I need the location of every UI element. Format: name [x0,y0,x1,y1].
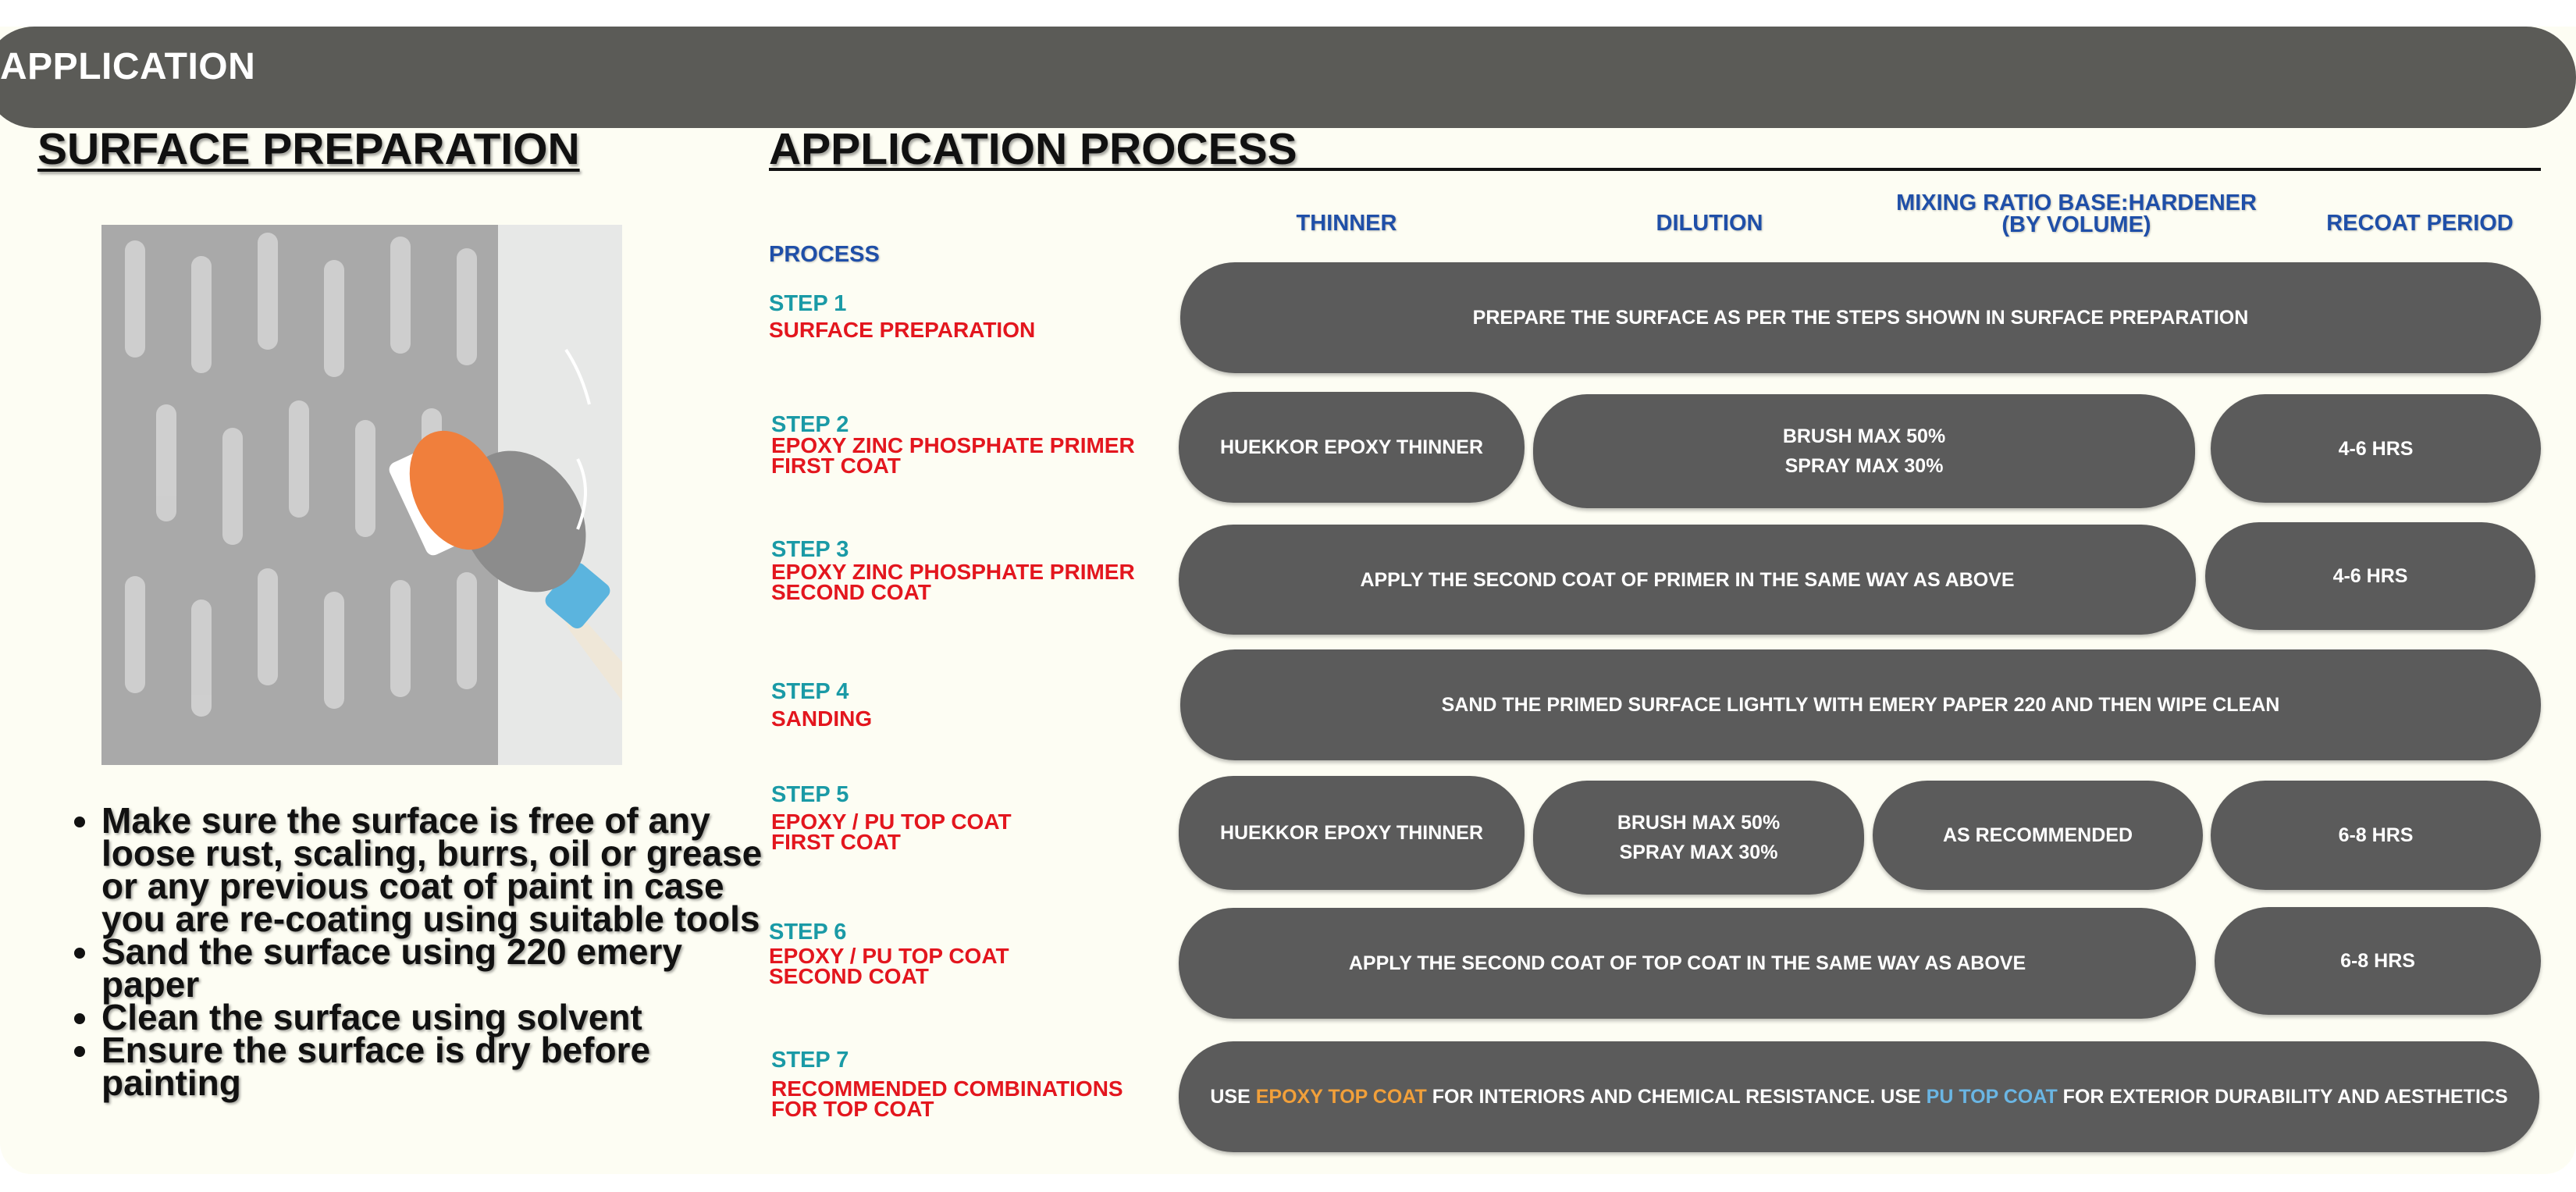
step-6-instruction: APPLY THE SECOND COAT OF TOP COAT IN THE… [1179,908,2196,1019]
step-name-line: RECOMMENDED COMBINATIONS [771,1076,1123,1101]
step-5-recoat: 6-8 HRS [2211,781,2541,890]
step-name-line: SECOND COAT [771,580,931,604]
dilution-line: BRUSH MAX 50% [1782,425,1946,447]
step-1-number: STEP 1 [769,291,847,316]
epoxy-top-coat-highlight: EPOXY TOP COAT [1255,1086,1427,1108]
step-3-name: EPOXY ZINC PHOSPHATE PRIMER SECOND COAT [771,560,1135,604]
bullet-item: Clean the surface using solvent [101,999,765,1035]
step-name-line: SANDING [771,706,873,731]
step-6-recoat: 6-8 HRS [2215,907,2541,1015]
dilution-line: SPRAY MAX 30% [1784,455,1944,477]
step-3-number: STEP 3 [771,537,849,562]
step-name-line: SURFACE PREPARATION [769,318,1036,342]
column-header-dilution: DILUTION [1656,211,1763,236]
step-7-combination: USE EPOXY TOP COAT FOR INTERIORS AND CHE… [1179,1041,2539,1152]
step-5-mixing-ratio: AS RECOMMENDED [1873,781,2203,890]
step-name-line: EPOXY ZINC PHOSPHATE PRIMER [771,560,1135,584]
combo-text: USE [1210,1086,1256,1108]
step-2-name: EPOXY ZINC PHOSPHATE PRIMER FIRST COAT [771,433,1135,478]
title-underline [769,168,2541,171]
hand-sanding-illustration [101,225,622,765]
step-2-number: STEP 2 [771,412,849,437]
banner-title: APPLICATION [0,46,256,87]
mixing-header-line1: MIXING RATIO BASE:HARDENER [1896,190,2257,215]
step-2-dilution: BRUSH MAX 50% SPRAY MAX 30% [1533,394,2195,508]
step-3-recoat: 4-6 HRS [2205,522,2535,630]
combo-text: FOR EXTERIOR DURABILITY AND AESTHETICS [2057,1086,2508,1108]
step-name-line: FIRST COAT [771,830,901,854]
dilution-line: BRUSH MAX 50% [1617,812,1781,834]
step-7-number: STEP 7 [771,1048,849,1073]
step-5-thinner: HUEKKOR EPOXY THINNER [1179,776,1525,890]
step-5-number: STEP 5 [771,782,849,807]
step-name-line: EPOXY / PU TOP COAT [769,944,1009,968]
column-header-mixing: MIXING RATIO BASE:HARDENER (BY VOLUME) [1873,190,2279,237]
application-process-title: APPLICATION PROCESS [769,124,1297,174]
step-2-recoat: 4-6 HRS [2211,394,2541,503]
bullet-item: Ensure the surface is dry before paintin… [101,1032,765,1101]
step-1-instruction: PREPARE THE SURFACE AS PER THE STEPS SHO… [1180,262,2541,373]
column-header-process: PROCESS [769,242,880,267]
combo-text: FOR INTERIORS AND CHEMICAL RESISTANCE. U… [1426,1086,1927,1108]
step-name-line: SECOND COAT [769,964,929,988]
step-7-name: RECOMMENDED COMBINATIONS FOR TOP COAT [771,1076,1123,1121]
surface-prep-bullets: Make sure the surface is free of any loo… [55,802,765,1101]
surface-prep-title: SURFACE PREPARATION [37,124,580,174]
step-4-instruction: SAND THE PRIMED SURFACE LIGHTLY WITH EME… [1180,649,2541,760]
step-name-line: EPOXY / PU TOP COAT [771,809,1012,834]
bullet-item: Make sure the surface is free of any loo… [101,802,765,937]
sanding-hand-icon [125,233,622,717]
dilution-line: SPRAY MAX 30% [1619,842,1778,863]
pu-top-coat-highlight: PU TOP COAT [1926,1086,2058,1108]
column-header-thinner: THINNER [1296,211,1397,236]
step-6-number: STEP 6 [769,920,847,945]
step-4-number: STEP 4 [771,679,849,704]
step-6-name: EPOXY / PU TOP COAT SECOND COAT [769,944,1009,988]
step-3-instruction: APPLY THE SECOND COAT OF PRIMER IN THE S… [1179,525,2196,635]
section-banner [0,27,2576,128]
step-1-name: SURFACE PREPARATION [769,318,1036,342]
step-2-thinner: HUEKKOR EPOXY THINNER [1179,392,1525,503]
column-header-recoat: RECOAT PERIOD [2326,211,2514,236]
mixing-header-line2: (BY VOLUME) [2001,212,2151,237]
bullet-item: Sand the surface using 220 emery paper [101,934,765,1002]
step-5-dilution: BRUSH MAX 50% SPRAY MAX 30% [1533,781,1864,895]
step-name-line: FIRST COAT [771,454,901,478]
step-name-line: FOR TOP COAT [771,1097,934,1121]
step-5-name: EPOXY / PU TOP COAT FIRST COAT [771,809,1012,854]
step-4-name: SANDING [771,706,873,731]
step-name-line: EPOXY ZINC PHOSPHATE PRIMER [771,433,1135,457]
